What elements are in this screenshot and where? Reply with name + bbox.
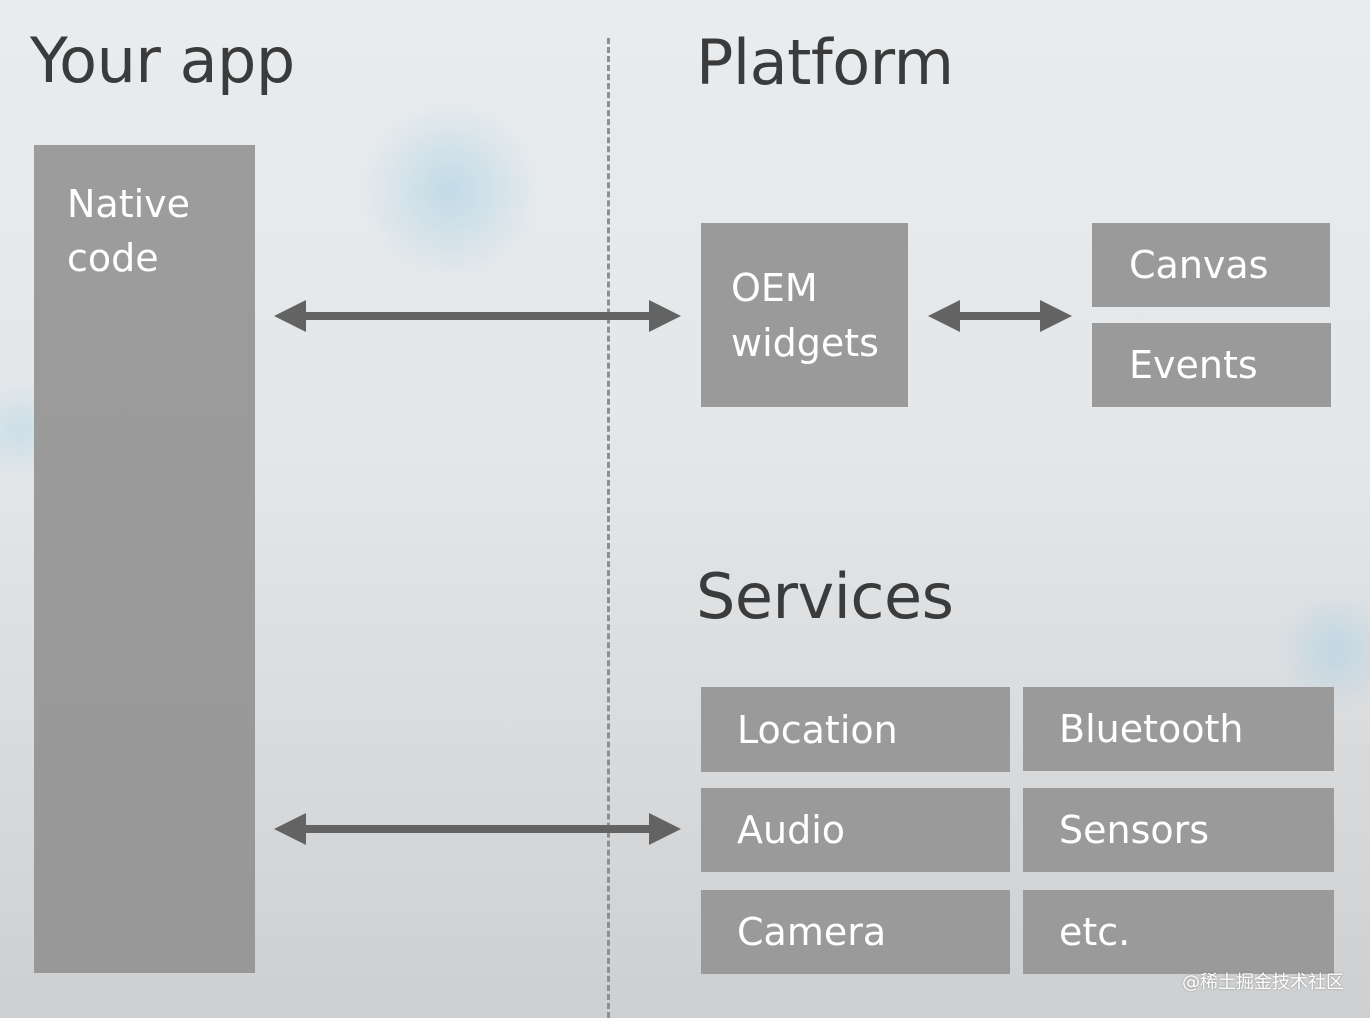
location-service-box: Location	[701, 687, 1010, 772]
sensors-service-box: Sensors	[1023, 788, 1334, 872]
watermark-text: @稀土掘金技术社区	[1182, 972, 1344, 993]
audio-label: Audio	[737, 808, 846, 852]
camera-label: Camera	[737, 910, 887, 954]
oem-widgets-label: OEM widgets	[731, 266, 879, 365]
camera-service-box: Camera	[701, 890, 1010, 974]
oem-widgets-box: OEM widgets	[701, 223, 908, 407]
your-app-heading: Your app	[30, 24, 295, 97]
canvas-box: Canvas	[1092, 223, 1330, 307]
bluetooth-label: Bluetooth	[1059, 707, 1244, 751]
native-to-services-arrow	[274, 813, 681, 845]
events-label: Events	[1129, 343, 1258, 387]
native-code-label: Native code	[67, 182, 191, 280]
app-platform-divider	[607, 38, 610, 1018]
oem-to-canvas-events-arrow	[928, 300, 1072, 332]
native-to-oem-arrow	[274, 300, 681, 332]
events-box: Events	[1092, 323, 1331, 407]
native-code-box: Native code	[34, 145, 255, 973]
canvas-label: Canvas	[1129, 243, 1269, 287]
sensors-label: Sensors	[1059, 808, 1210, 852]
audio-service-box: Audio	[701, 788, 1010, 872]
etc-service-box: etc.	[1023, 890, 1334, 974]
bluetooth-service-box: Bluetooth	[1023, 687, 1334, 771]
etc-label: etc.	[1059, 910, 1131, 954]
platform-heading: Platform	[696, 26, 954, 99]
services-heading: Services	[696, 560, 954, 633]
location-label: Location	[737, 707, 898, 752]
